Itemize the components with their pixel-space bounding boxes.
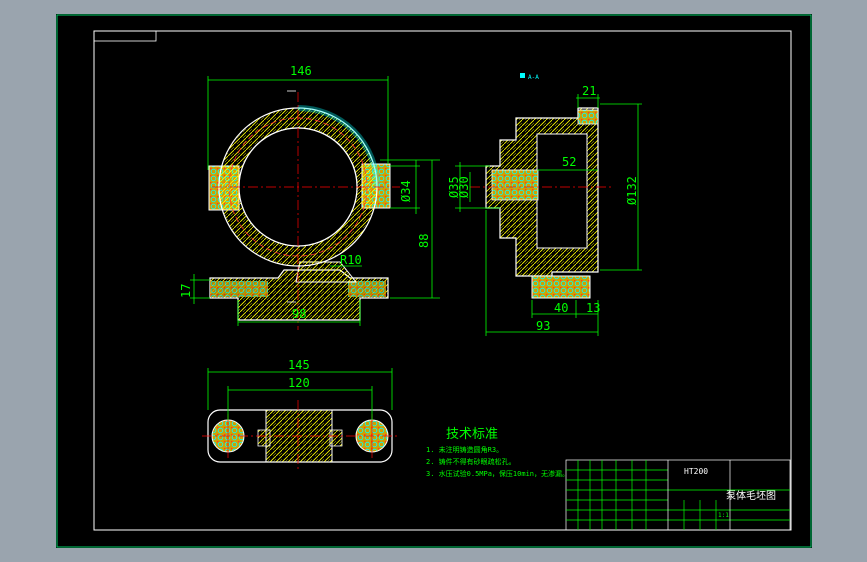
section-dim-text: 21 Ø35 Ø30 52 Ø132 40 13 93 (447, 84, 639, 333)
section-cavity (536, 133, 588, 249)
drawing-sheet (56, 14, 812, 548)
top-view (208, 90, 400, 330)
tech-note-3: 3. 水压试验0.5MPa，保压10min，无渗漏。 (426, 469, 569, 478)
dim-146: 146 (290, 64, 312, 78)
title-block (565, 459, 791, 531)
drawing-name: 泵体毛坯图 (726, 490, 776, 502)
dim-21: 21 (582, 84, 596, 98)
neck (295, 261, 358, 283)
section-label: A-A (528, 74, 539, 81)
dim-phi30: Ø30 (457, 176, 471, 198)
bottom-dimensions (207, 368, 393, 420)
top-view-dim-text: 146 Ø34 88 R10 17 98 (179, 64, 431, 321)
section-dimensions (455, 94, 642, 336)
dim-phi34: Ø34 (399, 180, 413, 202)
section-foot (531, 275, 591, 299)
dim-93: 93 (536, 319, 550, 333)
dim-40: 40 (554, 301, 568, 315)
inner-border (93, 30, 792, 531)
dim-98: 98 (292, 307, 306, 321)
scale-label: 1:1 (718, 512, 729, 519)
bottom-view (202, 400, 398, 470)
dim-52: 52 (562, 155, 576, 169)
dim-13: 13 (586, 301, 600, 315)
top-view-dimensions (190, 76, 440, 326)
tech-note-2: 2. 铸件不得有砂眼疏松孔。 (426, 457, 516, 466)
tech-notes: 技术标准 1. 未注明铸造圆角R3。 2. 铸件不得有砂眼疏松孔。 3. 水压试… (426, 427, 569, 478)
tech-title: 技术标准 (446, 427, 498, 442)
section-view: A-A (470, 73, 612, 299)
dim-145: 145 (288, 358, 310, 372)
dim-17: 17 (179, 284, 193, 298)
top-boss (577, 109, 599, 125)
shaft-bore (491, 169, 539, 201)
bottom-dim-text: 145 120 (288, 358, 310, 390)
title-block-text: HT200 泵体毛坯图 1:1 (684, 467, 776, 519)
dim-r10: R10 (340, 253, 362, 267)
dim-120: 120 (288, 376, 310, 390)
dim-phi35: Ø35 (447, 176, 461, 198)
dim-phi132: Ø132 (625, 176, 639, 205)
outer-border (56, 14, 812, 548)
tech-note-1: 1. 未注明铸造圆角R3。 (426, 445, 503, 454)
base-boss-left (210, 281, 268, 297)
base-boss-right (348, 281, 386, 297)
corner-tag-box (93, 30, 157, 42)
dim-88: 88 (417, 234, 431, 248)
material-label: HT200 (684, 467, 708, 476)
